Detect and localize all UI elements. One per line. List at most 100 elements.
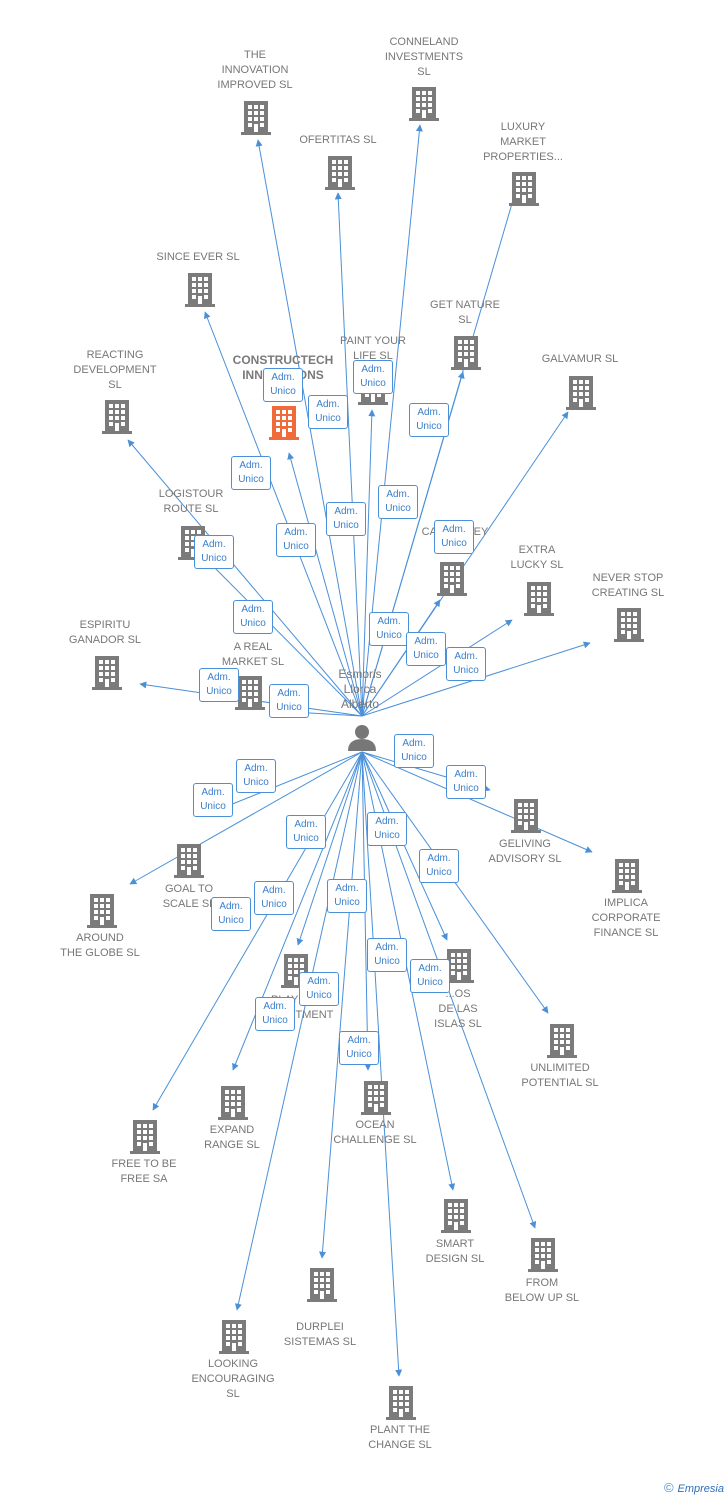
role-badge-a-real-market[interactable]: Adm.Unico xyxy=(269,684,309,718)
building-icon[interactable] xyxy=(87,894,117,928)
role-badge-plant[interactable]: Adm.Unico xyxy=(339,1031,379,1065)
company-label-reacting[interactable]: REACTING DEVELOPMENT SL xyxy=(73,349,157,391)
building-icon[interactable] xyxy=(409,87,439,121)
role-badge-espiritu[interactable]: Adm.Unico xyxy=(199,668,239,702)
company-label-innovation-improved[interactable]: THE INNOVATION IMPROVED SL xyxy=(217,49,293,91)
building-icon[interactable] xyxy=(437,562,467,596)
edge-canbarley xyxy=(361,599,441,717)
building-icon[interactable] xyxy=(386,1386,416,1420)
building-icon[interactable] xyxy=(92,656,122,690)
company-label-conneland[interactable]: CONNELAND INVESTMENTS SL xyxy=(384,36,464,78)
company-label-looking[interactable]: LOOKING ENCOURAGING SL xyxy=(191,1358,275,1400)
role-badge-get-nature[interactable]: Adm.Unico xyxy=(378,485,418,519)
person-icon[interactable] xyxy=(348,725,376,751)
role-badge-since-ever[interactable]: Adm.Unico xyxy=(231,456,271,490)
person-name[interactable]: Esmoris Llorca Alberto xyxy=(338,667,382,711)
role-badge-durplei[interactable]: Adm.Unico xyxy=(299,972,339,1006)
building-icon[interactable] xyxy=(511,799,541,833)
role-badge-line2: Unico xyxy=(374,956,400,967)
building-icon[interactable] xyxy=(451,336,481,370)
company-label-free-to-be[interactable]: FREE TO BE FREE SA xyxy=(111,1158,177,1185)
company-label-logistour[interactable]: LOGISTOUR ROUTE SL xyxy=(158,488,224,515)
role-badge-constructech[interactable]: Adm.Unico xyxy=(276,523,316,557)
building-icon[interactable] xyxy=(235,676,265,710)
role-badge-luxury[interactable]: Adm.Unico xyxy=(409,403,449,437)
empresia-footer: ©Empresia xyxy=(664,1480,724,1495)
role-badge-free-to-be[interactable]: Adm. Unico xyxy=(254,881,294,915)
company-label-islas[interactable]: ...OS DE LAS ISLAS SL xyxy=(434,988,482,1030)
building-icon[interactable] xyxy=(307,1268,337,1302)
role-badge-smart-design[interactable]: Adm.Unico xyxy=(367,938,407,972)
role-badge-expand-range[interactable]: Adm.Unico xyxy=(211,897,251,931)
role-badge-line1: Adm. xyxy=(244,763,268,774)
role-badge-ofertitas[interactable]: Adm.Unico xyxy=(308,395,348,429)
company-label-luxury[interactable]: LUXURY MARKET PROPERTIES... xyxy=(483,121,563,163)
building-icon[interactable] xyxy=(269,406,299,440)
building-icon[interactable] xyxy=(361,1081,391,1115)
building-icon[interactable] xyxy=(241,101,271,135)
company-label-from-below[interactable]: FROM BELOW UP SL xyxy=(504,1277,580,1304)
building-icon[interactable] xyxy=(566,376,596,410)
role-badge-paint-your-life[interactable]: Adm.Unico xyxy=(326,502,366,536)
company-label-unlimited[interactable]: UNLIMITED POTENTIAL SL xyxy=(521,1062,599,1089)
company-label-expand-range[interactable]: EXPAND RANGE SL xyxy=(204,1124,260,1151)
company-label-plant[interactable]: PLANT THE CHANGE SL xyxy=(368,1424,432,1451)
building-icon[interactable] xyxy=(102,400,132,434)
role-badge-players[interactable]: Adm.Unico xyxy=(286,815,326,849)
company-label-ocean[interactable]: OCEAN CHALLENGE SL xyxy=(333,1119,417,1146)
role-badge-conneland[interactable]: Adm.Unico xyxy=(353,360,393,394)
role-badge-extra-lucky[interactable]: Adm.Unico xyxy=(406,632,446,666)
role-badge-canbarley[interactable]: Adm.Unico xyxy=(369,612,409,646)
building-icon[interactable] xyxy=(219,1320,249,1354)
building-icon[interactable] xyxy=(185,273,215,307)
role-badge-from-below[interactable]: Adm.Unico xyxy=(410,959,450,993)
role-badge-innovation-improved[interactable]: Adm.Unico xyxy=(263,368,303,402)
role-badge-ocean[interactable]: Adm.Unico xyxy=(327,879,367,913)
building-icon[interactable] xyxy=(441,1199,471,1233)
building-icon[interactable] xyxy=(509,172,539,206)
building-icon[interactable] xyxy=(547,1024,577,1058)
company-label-geliving[interactable]: GELIVING ADVISORY SL xyxy=(488,838,562,865)
company-label-durplei[interactable]: DURPLEI SISTEMAS SL xyxy=(283,1321,357,1348)
building-icon[interactable] xyxy=(325,156,355,190)
building-icon[interactable] xyxy=(130,1120,160,1154)
company-label-paint-your-life[interactable]: PAINT YOUR LIFE SL xyxy=(339,335,407,362)
building-icon[interactable] xyxy=(524,582,554,616)
role-badge-line1: Adm. xyxy=(262,885,286,896)
company-label-espiritu[interactable]: ESPIRITU GANADOR SL xyxy=(68,619,142,646)
role-badge-logistour[interactable]: Adm.Unico xyxy=(233,600,273,634)
building-icon[interactable] xyxy=(614,608,644,642)
company-label-around-the-globe[interactable]: AROUND THE GLOBE SL xyxy=(60,932,140,959)
role-badge-geliving[interactable]: Adm.Unico xyxy=(394,734,434,768)
edge-durplei xyxy=(319,751,363,1259)
company-label-galvamur[interactable]: GALVAMUR SL xyxy=(541,353,619,365)
role-badge-galvamur[interactable]: Adm.Unico xyxy=(434,520,474,554)
role-badge-line2: Unico xyxy=(306,990,332,1001)
company-label-get-nature[interactable]: GET NATURE SL xyxy=(430,299,500,326)
role-badge-looking[interactable]: Adm.Unico xyxy=(255,997,295,1031)
role-badge-never-stop[interactable]: Adm.Unico xyxy=(446,647,486,681)
role-badge-line1: Adm. xyxy=(386,489,410,500)
role-badge-islas[interactable]: Adm.Unico xyxy=(367,812,407,846)
role-badge-unlimited[interactable]: Adm.Unico xyxy=(419,849,459,883)
role-badge-around-the-globe[interactable]: Adm.Unico xyxy=(193,783,233,817)
company-label-a-real-market[interactable]: A REAL MARKET SL xyxy=(221,641,285,668)
role-badge-implica[interactable]: Adm.Unico xyxy=(446,765,486,799)
company-label-ofertitas[interactable]: OFERTITAS SL xyxy=(299,134,377,146)
role-badge-goal-to-scale[interactable]: Adm.Unico xyxy=(236,759,276,793)
company-label-extra-lucky[interactable]: EXTRA LUCKY SL xyxy=(510,544,564,571)
building-icon[interactable] xyxy=(218,1086,248,1120)
role-badge-reacting[interactable]: Adm.Unico xyxy=(194,535,234,569)
building-icon[interactable] xyxy=(612,859,642,893)
company-label-never-stop[interactable]: NEVER STOP CREATING SL xyxy=(591,572,665,599)
company-label-smart-design[interactable]: SMART DESIGN SL xyxy=(425,1238,485,1265)
building-icon[interactable] xyxy=(174,844,204,878)
role-badge-line2: Unico xyxy=(261,899,287,910)
role-badge-line1: Adm. xyxy=(334,506,358,517)
role-badge-line1: Adm. xyxy=(402,738,426,749)
company-label-since-ever[interactable]: SINCE EVER SL xyxy=(156,251,240,263)
building-icon[interactable] xyxy=(528,1238,558,1272)
role-badge-line1: Adm. xyxy=(361,364,385,375)
company-label-implica[interactable]: IMPLICA CORPORATE FINANCE SL xyxy=(591,897,661,939)
empresia-logo[interactable]: Empresia xyxy=(677,1483,724,1495)
